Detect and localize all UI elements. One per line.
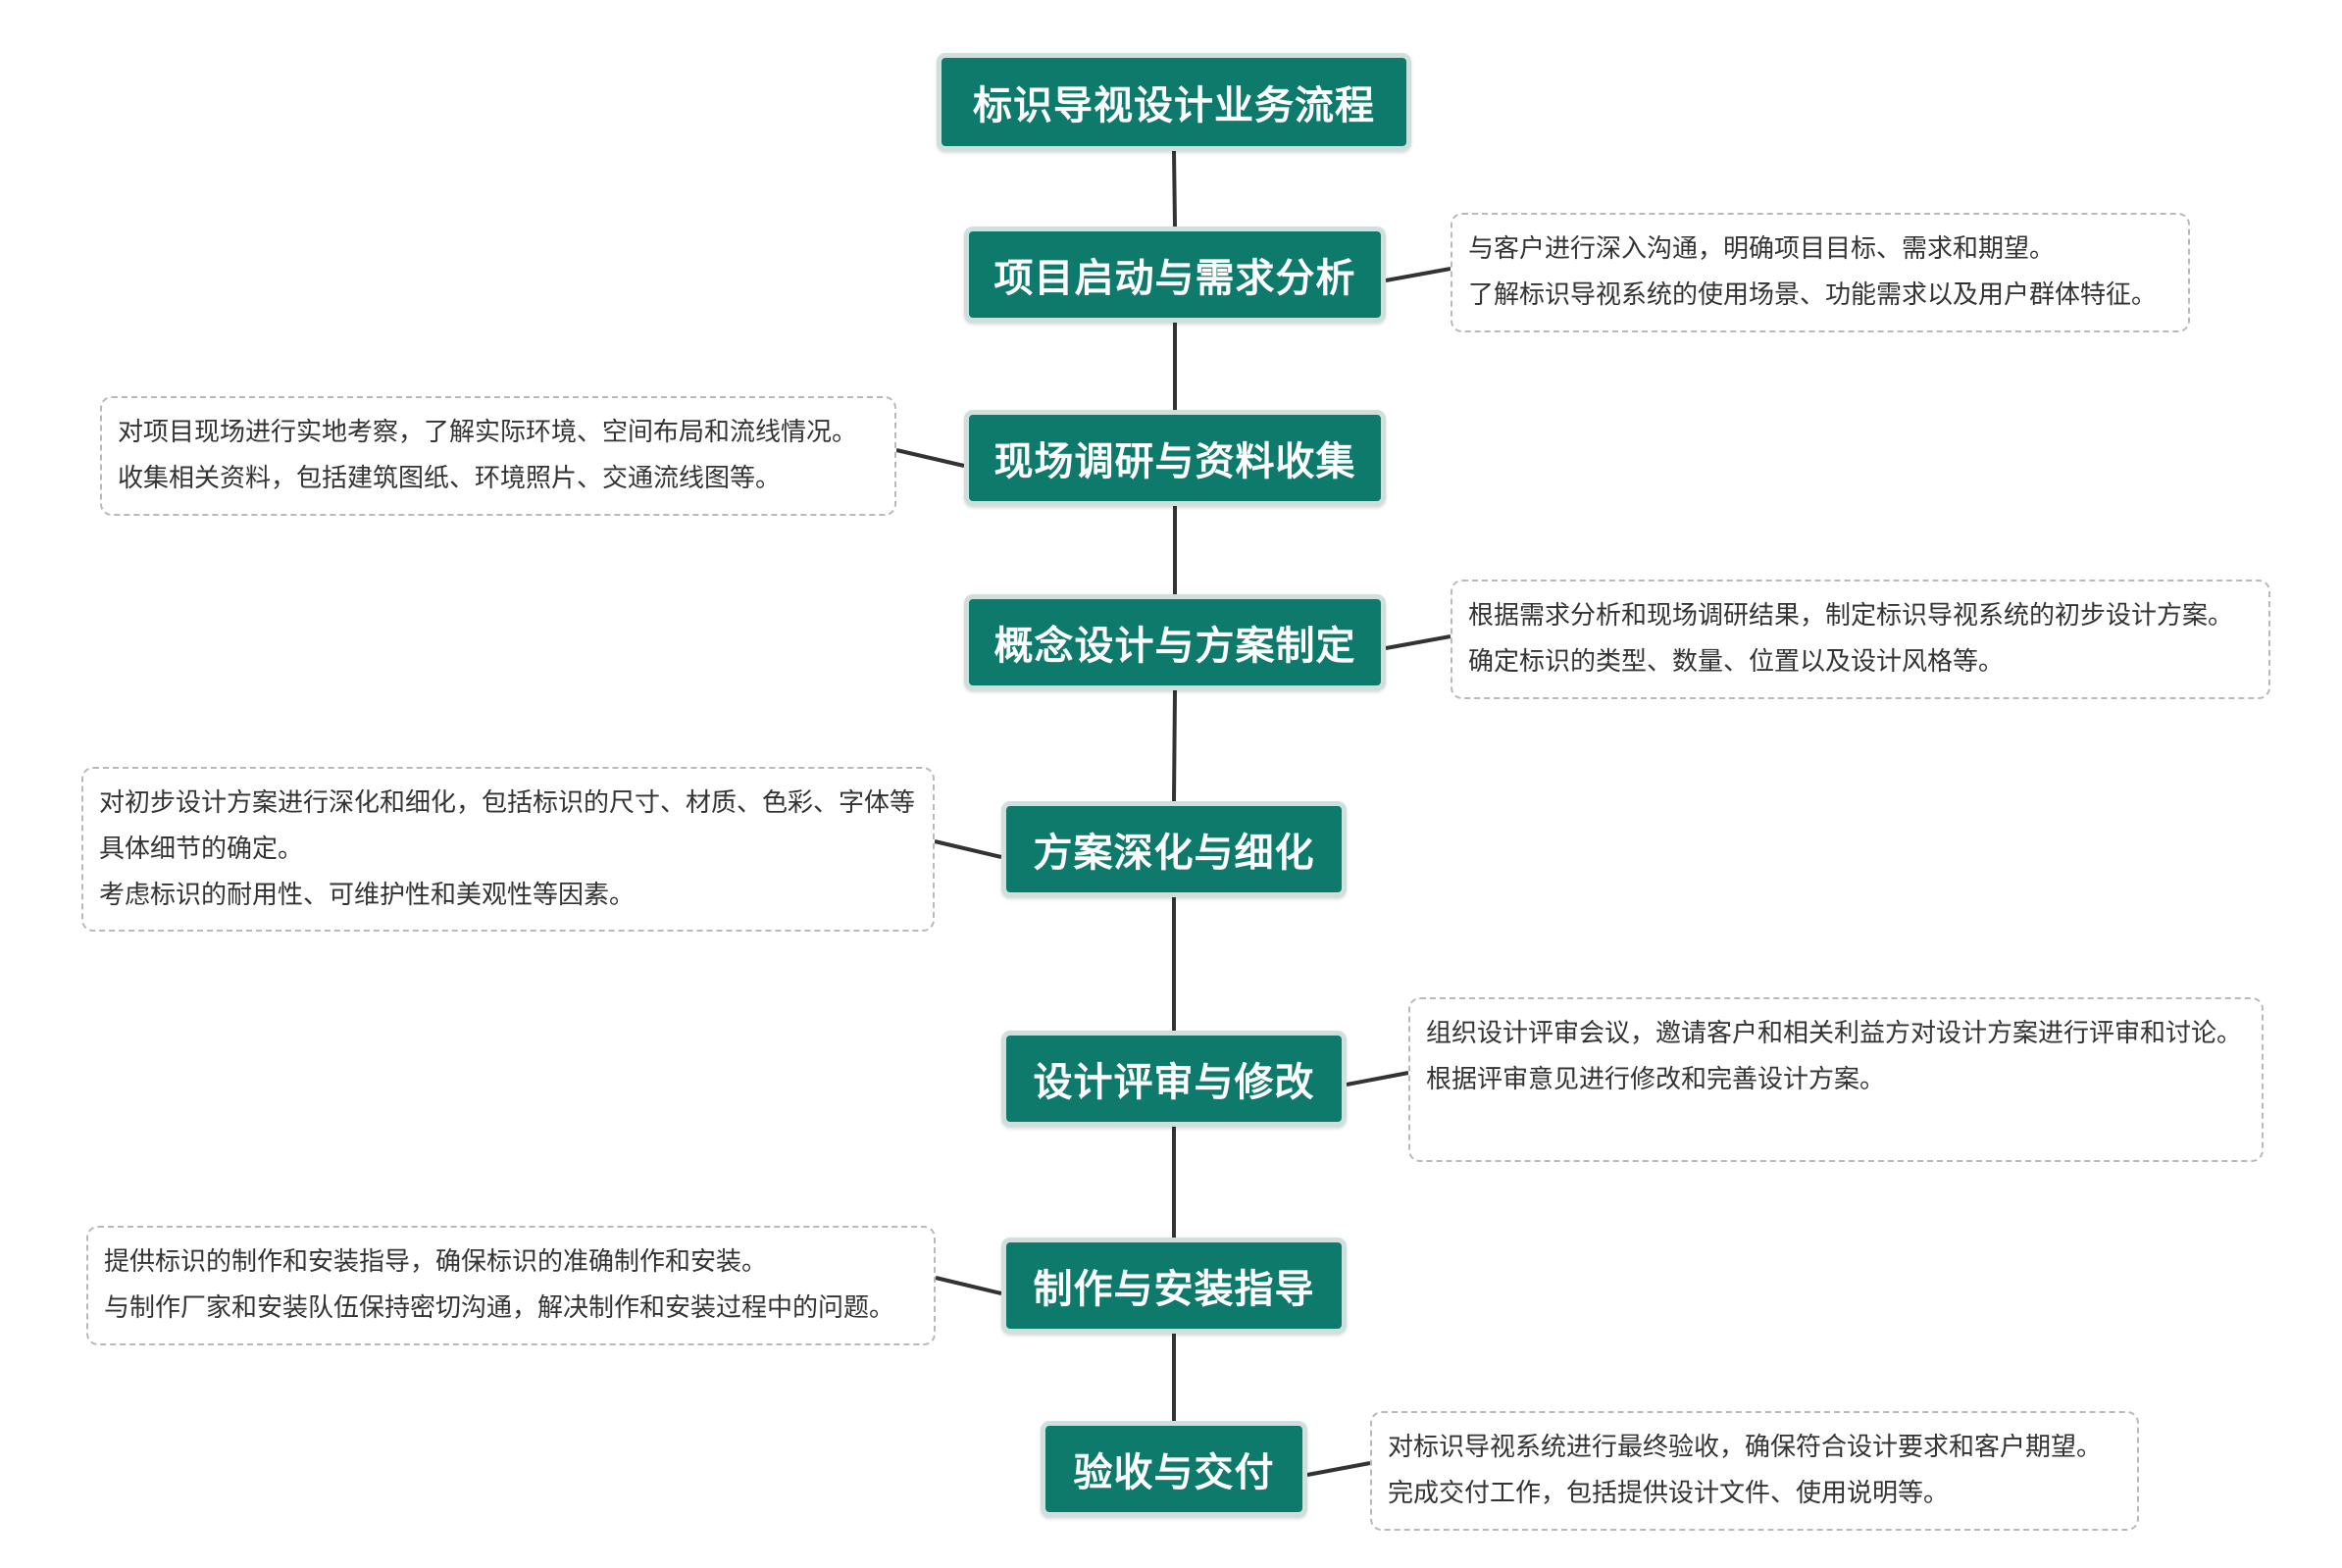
- note-line: 收集相关资料，包括建筑图纸、环境照片、交通流线图等。: [118, 464, 782, 493]
- step-note-production-guidance: 提供标识的制作和安装指导，确保标识的准确制作和安装。 与制作厂家和安装队伍保持密…: [86, 1226, 936, 1345]
- note-line: 组织设计评审会议，邀请客户和相关利益方对设计方案进行评审和讨论。: [1426, 1019, 2243, 1048]
- step-node-site-survey[interactable]: 现场调研与资料收集: [964, 410, 1386, 506]
- step-node-design-review[interactable]: 设计评审与修改: [1001, 1031, 1347, 1127]
- note-connector: [935, 1276, 1002, 1295]
- root-node[interactable]: 标识导视设计业务流程: [937, 53, 1411, 151]
- spine-connector: [1172, 689, 1177, 802]
- step-note-design-review: 组织设计评审会议，邀请客户和相关利益方对设计方案进行评审和讨论。 根据评审意见进…: [1408, 997, 2264, 1162]
- note-connector: [1385, 634, 1451, 650]
- note-line: 根据需求分析和现场调研结果，制定标识导视系统的初步设计方案。: [1468, 601, 2234, 631]
- note-line: 根据评审意见进行修改和完善设计方案。: [1426, 1065, 1886, 1094]
- note-connector: [895, 448, 965, 468]
- root-node-title: 标识导视设计业务流程: [973, 83, 1375, 128]
- note-line: 完成交付工作，包括提供设计文件、使用说明等。: [1388, 1479, 1950, 1508]
- note-line: 了解标识导视系统的使用场景、功能需求以及用户群体特征。: [1468, 280, 2158, 310]
- step-node-title: 概念设计与方案制定: [993, 624, 1356, 669]
- step-note-acceptance-delivery: 对标识导视系统进行最终验收，确保符合设计要求和客户期望。 完成交付工作，包括提供…: [1370, 1411, 2139, 1531]
- step-note-site-survey: 对项目现场进行实地考察，了解实际环境、空间布局和流线情况。 收集相关资料，包括建…: [100, 396, 896, 516]
- step-node-title: 制作与安装指导: [1033, 1267, 1315, 1312]
- note-line: 考虑标识的耐用性、可维护性和美观性等因素。: [99, 881, 636, 910]
- note-line: 与客户进行深入沟通，明确项目目标、需求和期望。: [1468, 234, 2056, 264]
- step-node-production-guidance[interactable]: 制作与安装指导: [1001, 1238, 1347, 1334]
- step-node-title: 现场调研与资料收集: [993, 439, 1356, 484]
- note-line: 与制作厂家和安装队伍保持密切沟通，解决制作和安装过程中的问题。: [104, 1293, 895, 1323]
- step-note-design-refinement: 对初步设计方案进行深化和细化，包括标识的尺寸、材质、色彩、字体等具体细节的确定。…: [81, 767, 935, 932]
- step-node-acceptance-delivery[interactable]: 验收与交付: [1041, 1421, 1307, 1517]
- step-node-title: 设计评审与修改: [1033, 1060, 1315, 1105]
- step-note-project-kickoff: 与客户进行深入沟通，明确项目目标、需求和期望。 了解标识导视系统的使用场景、功能…: [1451, 213, 2190, 332]
- step-node-concept-design[interactable]: 概念设计与方案制定: [964, 594, 1386, 690]
- note-line: 提供标识的制作和安装指导，确保标识的准确制作和安装。: [104, 1247, 768, 1277]
- step-note-concept-design: 根据需求分析和现场调研结果，制定标识导视系统的初步设计方案。 确定标识的类型、数…: [1451, 580, 2270, 699]
- note-line: 对项目现场进行实地考察，了解实际环境、空间布局和流线情况。: [118, 418, 858, 447]
- note-connector: [1306, 1461, 1371, 1477]
- note-connector: [1385, 267, 1451, 282]
- step-node-title: 方案深化与细化: [1033, 831, 1315, 876]
- step-node-title: 验收与交付: [1073, 1450, 1275, 1495]
- spine-connector: [1172, 150, 1177, 228]
- note-connector: [1346, 1071, 1409, 1087]
- note-connector: [934, 839, 1002, 859]
- note-line: 确定标识的类型、数量、位置以及设计风格等。: [1468, 647, 2005, 677]
- note-line: 对初步设计方案进行深化和细化，包括标识的尺寸、材质、色彩、字体等具体细节的确定。: [99, 788, 916, 864]
- step-node-design-refinement[interactable]: 方案深化与细化: [1001, 801, 1347, 897]
- step-node-project-kickoff[interactable]: 项目启动与需求分析: [964, 227, 1386, 323]
- note-line: 对标识导视系统进行最终验收，确保符合设计要求和客户期望。: [1388, 1433, 2103, 1462]
- step-node-title: 项目启动与需求分析: [993, 256, 1356, 301]
